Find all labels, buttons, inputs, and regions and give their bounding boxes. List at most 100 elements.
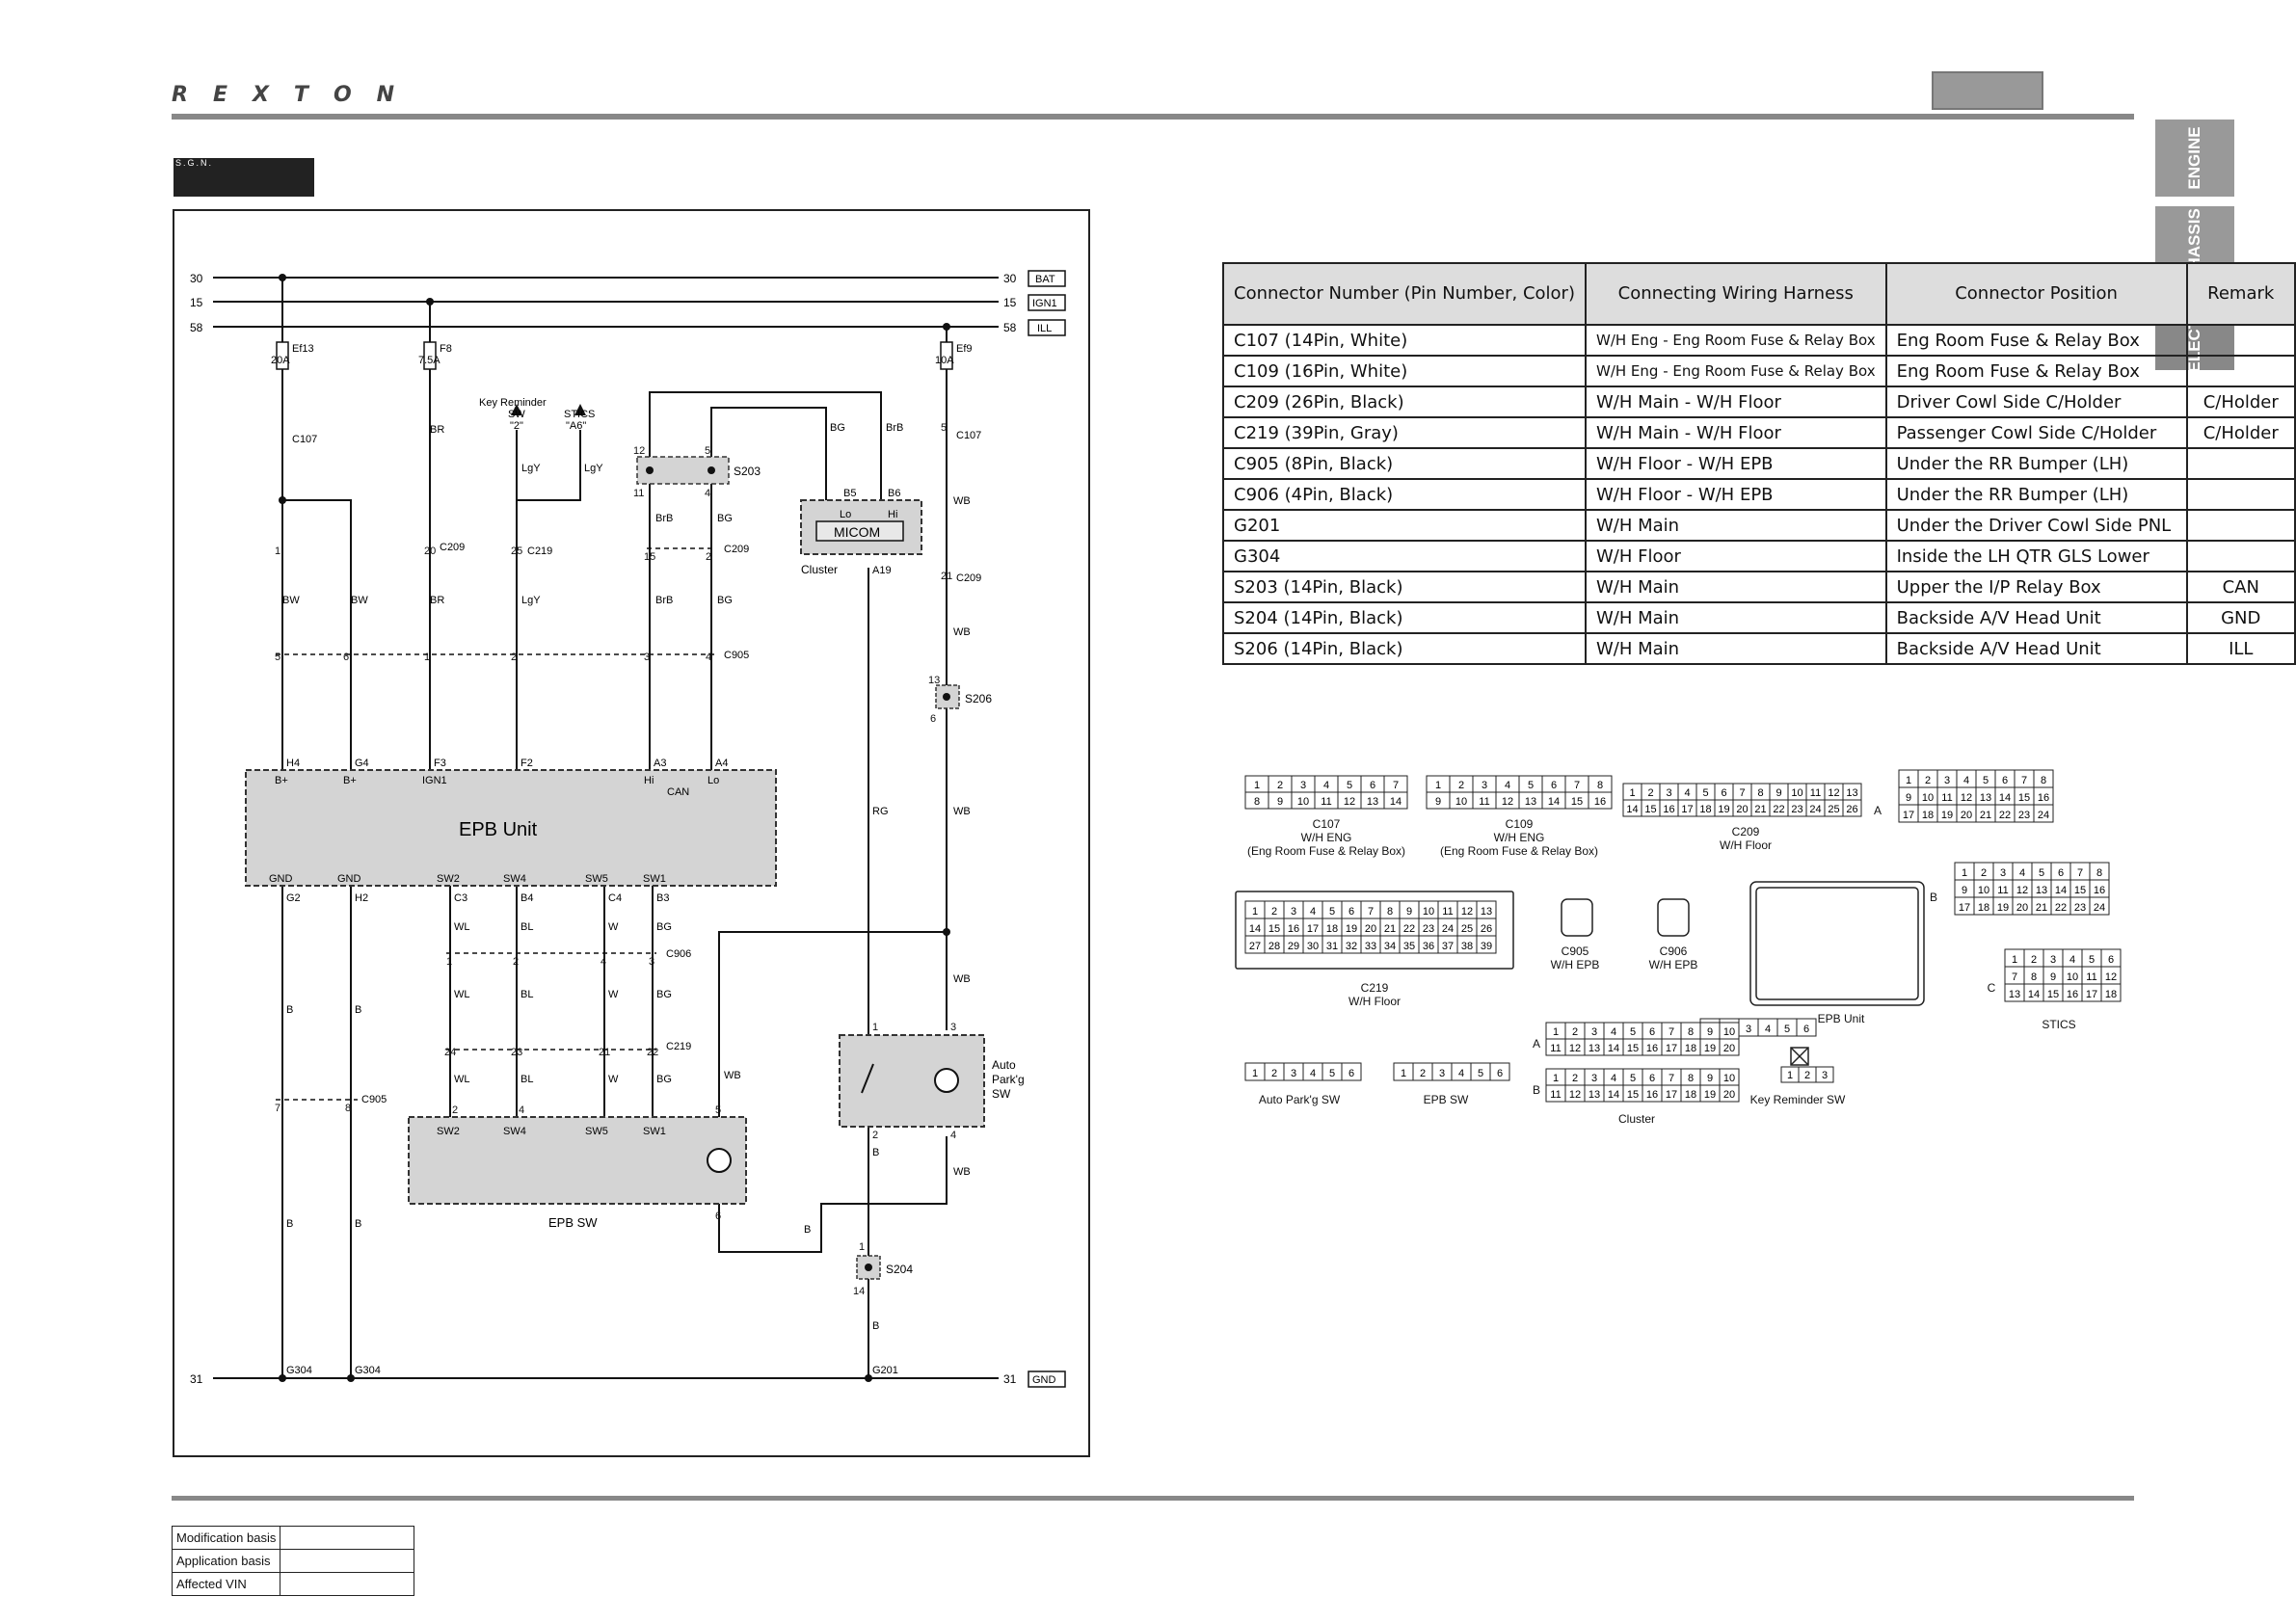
tab-engine[interactable]: ENGINE bbox=[2155, 120, 2234, 197]
epbsw-name-sw5: SW5 bbox=[585, 1126, 608, 1137]
connector-pin-number: 22 bbox=[1773, 804, 1784, 815]
svg-text:4: 4 bbox=[601, 956, 606, 968]
svg-text:4: 4 bbox=[950, 1130, 956, 1141]
pinout-c109-name: C109 bbox=[1506, 817, 1534, 831]
connector-pin-number: 1 bbox=[1254, 780, 1260, 791]
connector-pin-number: 18 bbox=[1978, 902, 1989, 914]
wire-bg-6: BG bbox=[656, 1074, 672, 1085]
conn-c906: C906 bbox=[666, 948, 691, 960]
connector-pin-number: 23 bbox=[2074, 902, 2086, 914]
connector-pin-number: 5 bbox=[1478, 1068, 1483, 1079]
connector-pin-number: 12 bbox=[1344, 796, 1355, 808]
connector-pin-number: 3 bbox=[1439, 1068, 1445, 1079]
connector-pin-number: 19 bbox=[1704, 1043, 1716, 1054]
pinout-c107-l3: (Eng Room Fuse & Relay Box) bbox=[1247, 844, 1405, 858]
wire-brb-2: BrB bbox=[655, 595, 673, 606]
svg-text:5: 5 bbox=[941, 422, 947, 434]
connector-pin-number: 4 bbox=[1310, 906, 1316, 918]
connector-pin-number: 31 bbox=[1326, 941, 1338, 952]
key-reminder-label-2: SW bbox=[508, 409, 525, 420]
connector-pin-number: 12 bbox=[1569, 1089, 1581, 1101]
wire-wb-6: WB bbox=[724, 1070, 741, 1081]
connector-pin-number: 13 bbox=[1589, 1043, 1600, 1054]
connector-pin-number: 9 bbox=[1775, 787, 1781, 799]
svg-text:13: 13 bbox=[928, 675, 940, 686]
wire-w-3: W bbox=[608, 1074, 619, 1085]
top-rule bbox=[172, 114, 2134, 120]
pinout-cluster-name: Cluster bbox=[1618, 1112, 1655, 1126]
connector-pin-number: 16 bbox=[1646, 1089, 1658, 1101]
connector-pin-number: 7 bbox=[1393, 780, 1399, 791]
connector-pin-number: 18 bbox=[2105, 989, 2117, 1000]
pinout-c906-l2: W/H EPB bbox=[1649, 958, 1698, 971]
connector-pin-number: 1 bbox=[1553, 1073, 1559, 1084]
connector-pin-number: 21 bbox=[1384, 923, 1396, 935]
connector-pin-number: 2 bbox=[1271, 1068, 1277, 1079]
connector-pin-number: 14 bbox=[1999, 792, 2011, 804]
wire-b-5: B bbox=[872, 1147, 879, 1158]
svg-text:1: 1 bbox=[859, 1241, 865, 1253]
connector-pin-number: 13 bbox=[1367, 796, 1378, 808]
svg-text:21: 21 bbox=[599, 1047, 610, 1058]
connector-pin-number: 4 bbox=[1684, 787, 1690, 799]
epb-name-ign1: IGN1 bbox=[422, 775, 447, 786]
connector-pin-number: 17 bbox=[1307, 923, 1319, 935]
connector-pin-number: 18 bbox=[1685, 1089, 1696, 1101]
svg-text:1: 1 bbox=[872, 1022, 878, 1033]
connector-pin-number: 7 bbox=[1368, 906, 1374, 918]
conn-c107-right: C107 bbox=[956, 430, 981, 441]
rail-31-right: 31 bbox=[1003, 1372, 1017, 1386]
connector-pin-number: 10 bbox=[1922, 792, 1934, 804]
mod-label: Modification basis bbox=[171, 1526, 281, 1550]
epb-can-label: CAN bbox=[667, 786, 689, 798]
auto-park-lamp-icon bbox=[934, 1068, 959, 1093]
epb-sw-label: EPB SW bbox=[548, 1215, 598, 1230]
connector-pin-number: 8 bbox=[1688, 1026, 1694, 1038]
fuse-ef9: Ef9 bbox=[956, 343, 973, 355]
connector-pin-number: 1 bbox=[1629, 787, 1635, 799]
pinout-c906-name: C906 bbox=[1660, 945, 1688, 958]
connector-pin-number: 3 bbox=[1291, 906, 1296, 918]
connector-pin-number: 23 bbox=[1423, 923, 1434, 935]
bottom-rule bbox=[172, 1496, 2134, 1501]
pinout-c109-l2: W/H ENG bbox=[1494, 831, 1545, 844]
connector-pin-number: 8 bbox=[2096, 867, 2102, 879]
wire-lgy-3: LgY bbox=[521, 595, 541, 606]
wire-bl-3: BL bbox=[521, 1074, 533, 1085]
connector-pin-number: 33 bbox=[1365, 941, 1376, 952]
connector-pin-number: 16 bbox=[1594, 796, 1606, 808]
connector-pin-number: 5 bbox=[1347, 780, 1352, 791]
connector-pin-number: 3 bbox=[1746, 1024, 1751, 1035]
svg-text:1: 1 bbox=[446, 956, 452, 968]
epb-name-gnd-1: GND bbox=[269, 873, 293, 885]
s206-label: S206 bbox=[965, 692, 992, 705]
connector-pin-number: 20 bbox=[1723, 1089, 1735, 1101]
conn-c219-a: C219 bbox=[527, 545, 552, 557]
connector-pin-number: 6 bbox=[2058, 867, 2064, 879]
wire-lgy-2: LgY bbox=[584, 463, 603, 474]
pinout-c209-l2: W/H Floor bbox=[1720, 838, 1772, 852]
wire-b-6: B bbox=[872, 1320, 879, 1332]
connector-pin-number: 34 bbox=[1384, 941, 1396, 952]
connector-pin-number: 4 bbox=[1505, 780, 1510, 791]
connector-pin-number: 20 bbox=[1723, 1043, 1735, 1054]
connector-pin-number: 4 bbox=[1611, 1073, 1616, 1084]
epb-unit-box bbox=[245, 769, 777, 887]
conn-c905-b: C905 bbox=[361, 1094, 387, 1105]
wire-wb-3: WB bbox=[953, 806, 971, 817]
connector-pin-number: 6 bbox=[1370, 780, 1375, 791]
connector-pin-number: 30 bbox=[1307, 941, 1319, 952]
conn-c905-a: C905 bbox=[724, 650, 749, 661]
epb-sw-lamp-icon bbox=[707, 1148, 732, 1173]
connector-pin-number: 16 bbox=[2038, 792, 2049, 804]
svg-text:1: 1 bbox=[275, 545, 280, 557]
s203-label: S203 bbox=[734, 465, 761, 478]
connector-pin-number: 9 bbox=[1277, 796, 1283, 808]
fuse-ef13-rating: 20A bbox=[271, 355, 290, 366]
connector-pin-number: 14 bbox=[1608, 1043, 1619, 1054]
connector-pin-number: 6 bbox=[2108, 954, 2114, 966]
connector-pin-number: 5 bbox=[1329, 1068, 1335, 1079]
auto-park-label-2: Park'g bbox=[992, 1073, 1025, 1086]
